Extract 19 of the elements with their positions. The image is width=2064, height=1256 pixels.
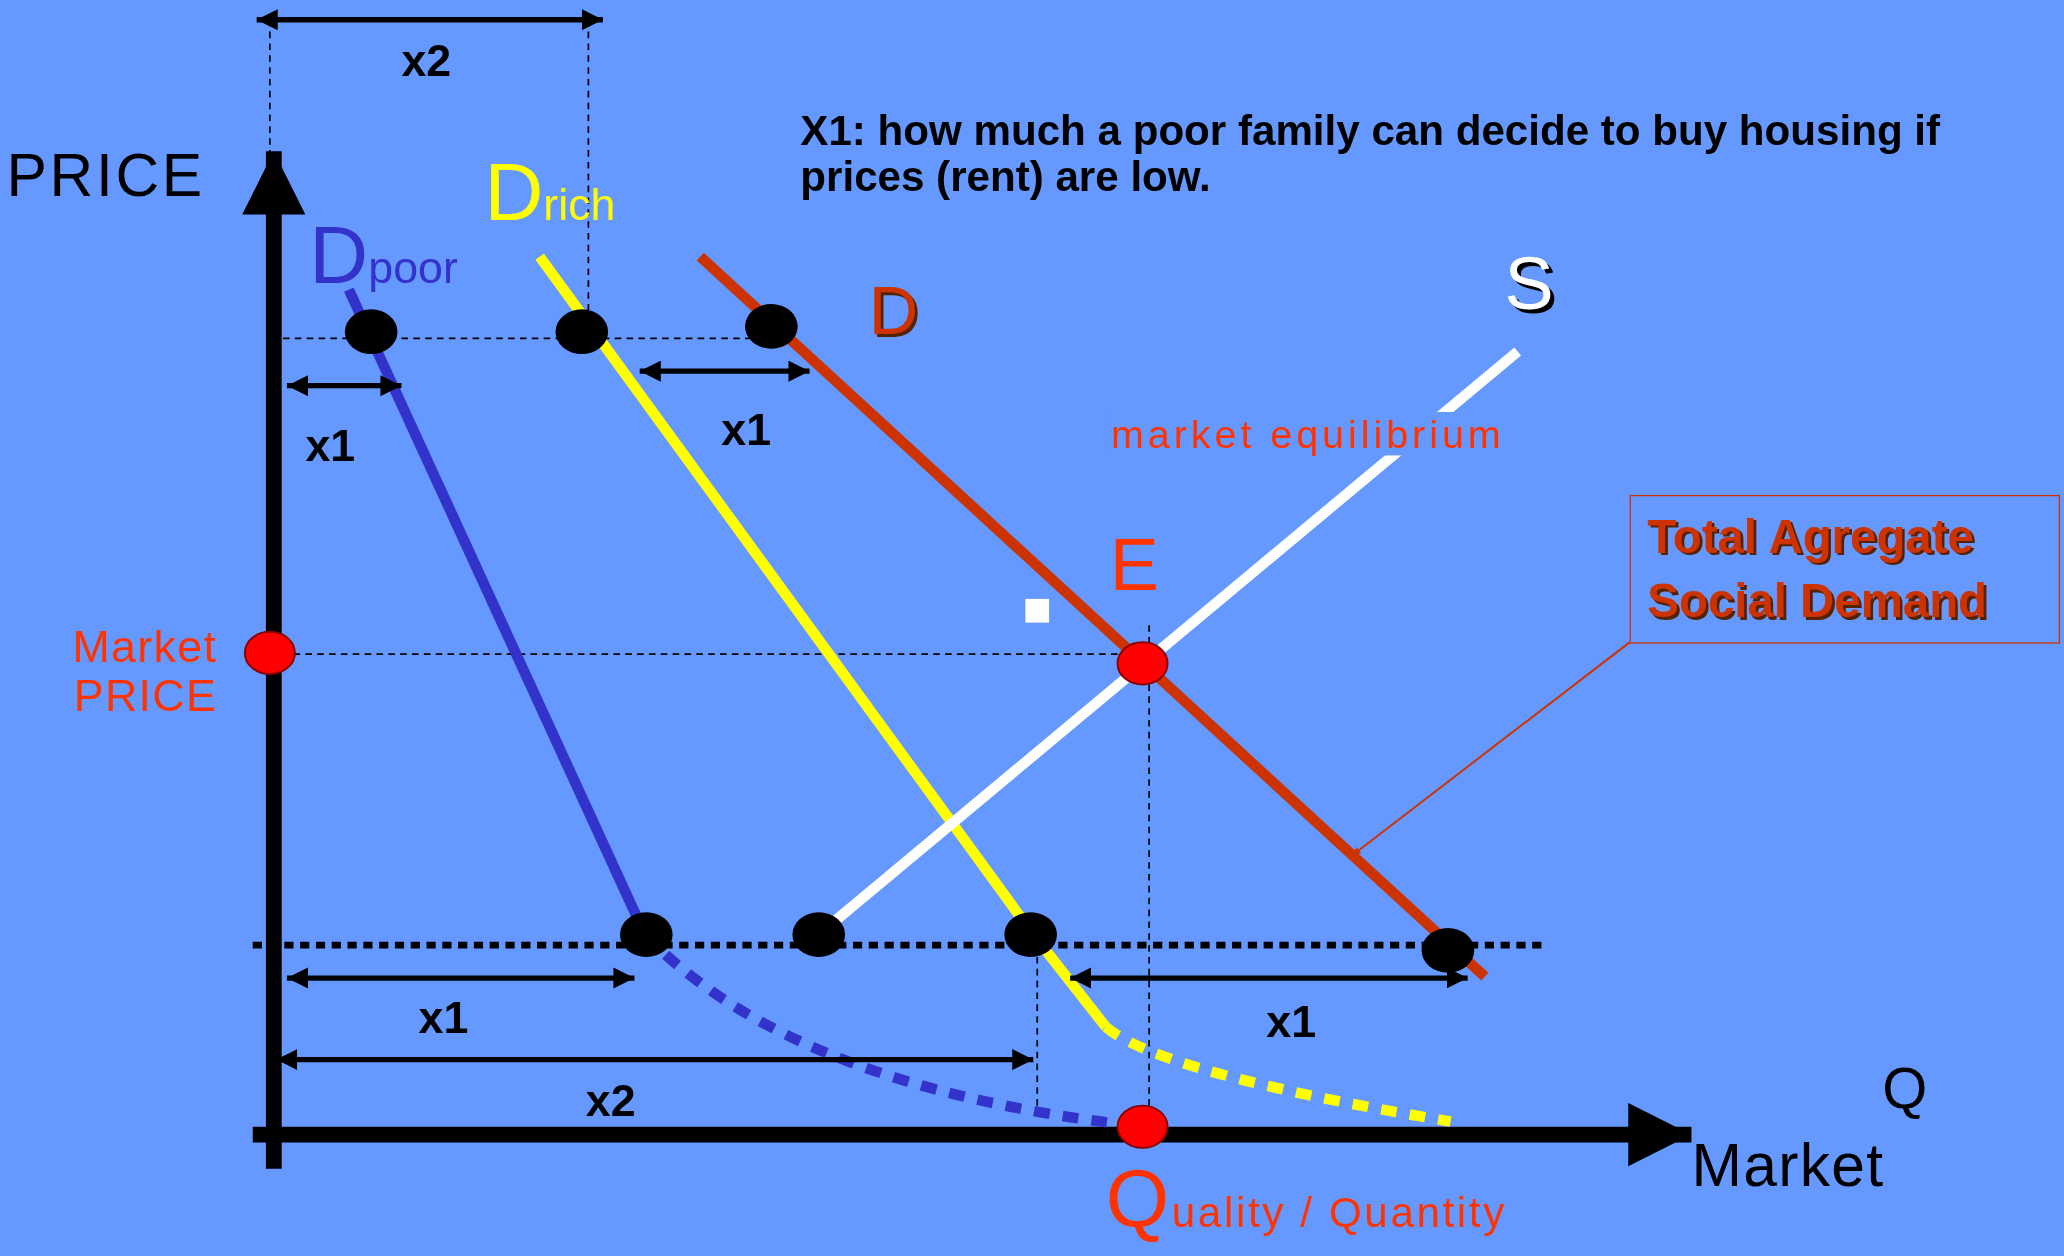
dimension-label: x1 (1266, 997, 1317, 1047)
note-text: X1: how much a poor family can decide to buy housing if prices (rent) are low. (800, 107, 1942, 201)
curve-label: Drich (484, 147, 616, 238)
axis-label: Market (1691, 1132, 1885, 1199)
curve-label: S (1504, 243, 1554, 325)
dimension-label: x2 (585, 1076, 636, 1126)
axis-label: PRICE (6, 142, 205, 209)
axis-label: Quality / Quantity (1105, 1158, 1507, 1240)
dimension-label: x1 (418, 993, 469, 1043)
axis-label: Market PRICE (71, 622, 218, 722)
dimension-label: x2 (401, 36, 452, 87)
callout-text: Total Agregate Social Demand (1647, 508, 1989, 630)
callout-box (1629, 494, 2060, 644)
axis-label: Q (1882, 1057, 1928, 1121)
curve-label: D (868, 273, 919, 350)
curve-label: Dpoor (309, 210, 458, 301)
dimension-label: x1 (721, 405, 772, 455)
point-label: E (1109, 523, 1159, 605)
dimension-label: x1 (305, 421, 356, 471)
